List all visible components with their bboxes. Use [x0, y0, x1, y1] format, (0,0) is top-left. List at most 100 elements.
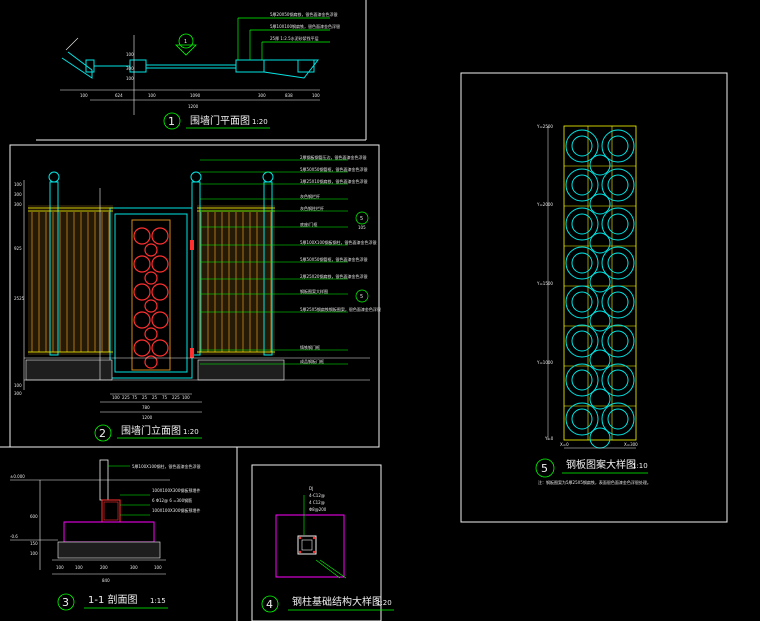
pattern-ring [565, 129, 599, 163]
callout: 底座/门框 [300, 221, 317, 227]
svg-text:105: 105 [358, 225, 366, 230]
svg-text:1:20: 1:20 [376, 599, 392, 607]
panel-3-section: 5厚100X100钢柱，银色面漆金色浮银 100X100X300钢板预埋件 6 … [10, 459, 201, 611]
label: Φ8@200 [309, 507, 327, 512]
callout: 5厚20X50钢扁铁，银色面漆金色浮银 [270, 11, 337, 17]
dim-label: 75 [132, 395, 138, 400]
dim-label: 100 [126, 52, 134, 57]
dim-label: 300 [258, 93, 266, 98]
pattern-ring [601, 363, 635, 397]
pattern-ring [565, 324, 599, 358]
svg-text:4: 4 [266, 598, 273, 611]
dim-total: 1200 [142, 415, 153, 420]
pattern-ring [571, 213, 593, 235]
pattern-ring [601, 168, 635, 202]
svg-text:1:20: 1:20 [183, 428, 199, 436]
pattern-ring [565, 207, 599, 241]
svg-text:5: 5 [360, 216, 363, 222]
panel-1-plan: 1 5厚20X50钢扁铁，银色面漆金色浮银 5厚10X100钢扁铁，银色面漆金色… [60, 11, 340, 130]
dim-total: 1200 [188, 104, 199, 109]
panel-frames [0, 0, 728, 621]
dim-label: 100 [126, 76, 134, 81]
v-label: Y=2000 [536, 202, 553, 207]
door-scroll [133, 283, 151, 301]
level-top: ±0.000 [10, 474, 25, 479]
svg-text:1:15: 1:15 [150, 597, 166, 605]
svg-text:围墙门立面图: 围墙门立面图 [121, 424, 181, 437]
svg-text:5: 5 [541, 462, 548, 475]
label: DJ [309, 486, 313, 491]
pattern-ring [589, 232, 611, 254]
pattern-ring [601, 246, 635, 280]
dim-label: 100 [14, 383, 22, 388]
dim-label: 2525 [14, 296, 25, 301]
dim-label: 600 [30, 514, 38, 519]
pattern-ring [601, 129, 635, 163]
pattern-ring [589, 154, 611, 176]
callout: 钢板图案大样图 [300, 288, 328, 294]
pattern-ring [601, 324, 635, 358]
dim-label: 100 [56, 565, 64, 570]
svg-text:1-1 剖面图: 1-1 剖面图 [88, 593, 138, 606]
note: 注：钢板图案为5厚25X5钢扁铁，表面银色面漆金色浮银处理。 [538, 479, 651, 485]
dim-label: 75 [162, 395, 168, 400]
dim-label: 838 [285, 93, 293, 98]
svg-text:1:10: 1:10 [632, 462, 648, 470]
callout: 6 Φ12@ 6 =300钢筋 [152, 497, 192, 503]
panel-2-elevation: 2厚钢板钢管压边，银色面漆金色浮银 5厚50X50钢管框，银色面漆金色浮银 3厚25… [14, 154, 381, 442]
door-scroll [144, 355, 158, 369]
pattern-ring [589, 349, 611, 371]
pattern-ring [607, 408, 629, 430]
callout: 25厚 1:2.5水泥砂浆找平层 [270, 35, 319, 41]
panel-3-title: 3 1-1 剖面图 1:15 [57, 593, 168, 611]
callout: 2厚钢板钢管压边，银色面漆金色浮银 [300, 154, 367, 160]
pattern-ring [565, 402, 599, 436]
dim-label: 300 [130, 565, 138, 570]
pattern-ring [607, 174, 629, 196]
pattern-ring [589, 271, 611, 293]
pattern-ring [607, 213, 629, 235]
dim-label: 100 [75, 565, 83, 570]
dim-label: 225 [172, 395, 180, 400]
door-scroll [133, 227, 151, 245]
pattern-ring [589, 193, 611, 215]
dim-label: 300 [126, 66, 134, 71]
svg-text:5: 5 [360, 294, 363, 300]
panel-5-title: 5 钢板图案大样图 1:10 [535, 458, 648, 478]
pattern-ring [607, 135, 629, 157]
callout: 5厚50X50钢管框，银色面漆金色浮银 [300, 166, 367, 172]
dim-label: 100 [312, 93, 320, 98]
door-scroll [144, 327, 158, 341]
pattern-ring [571, 291, 593, 313]
dim-label: 300 [14, 192, 22, 197]
door-scroll [151, 339, 169, 357]
x-label: X=300 [624, 442, 638, 447]
dim-label: 25 [152, 395, 158, 400]
pattern-ring [607, 291, 629, 313]
door-scroll [151, 227, 169, 245]
panel-2-title: 2 围墙门立面图 1:20 [94, 424, 202, 442]
pattern-ring [607, 330, 629, 352]
door-scroll [151, 255, 169, 273]
v-label: Y=1000 [536, 360, 553, 365]
callout: 5厚100X100钢板钢柱，银色面漆金色浮银 [300, 239, 377, 245]
door-scroll [133, 311, 151, 329]
callout: 2厚25X20钢扁铁，银色面漆金色浮银 [300, 273, 367, 279]
callout: 灰色钢栏杆 [300, 193, 320, 199]
pattern-ring [565, 285, 599, 319]
v-label: Y=1500 [536, 281, 553, 286]
callout: 3厚25X10钢扁铁，银色面漆金色浮银 [300, 178, 367, 184]
pattern-ring [565, 246, 599, 280]
pattern-ring [571, 252, 593, 274]
pattern-ring [571, 408, 593, 430]
dim-label: 100 [14, 182, 22, 187]
svg-text:钢柱基础结构大样图: 钢柱基础结构大样图 [292, 595, 382, 608]
door-scroll [151, 311, 169, 329]
callout: 灰色钢柱栏杆 [300, 205, 324, 211]
pattern-ring [607, 252, 629, 274]
v-label: Y=0 [544, 436, 554, 441]
dim-label: 100 [80, 93, 88, 98]
svg-text:3: 3 [62, 596, 69, 609]
svg-text:2: 2 [99, 427, 106, 440]
